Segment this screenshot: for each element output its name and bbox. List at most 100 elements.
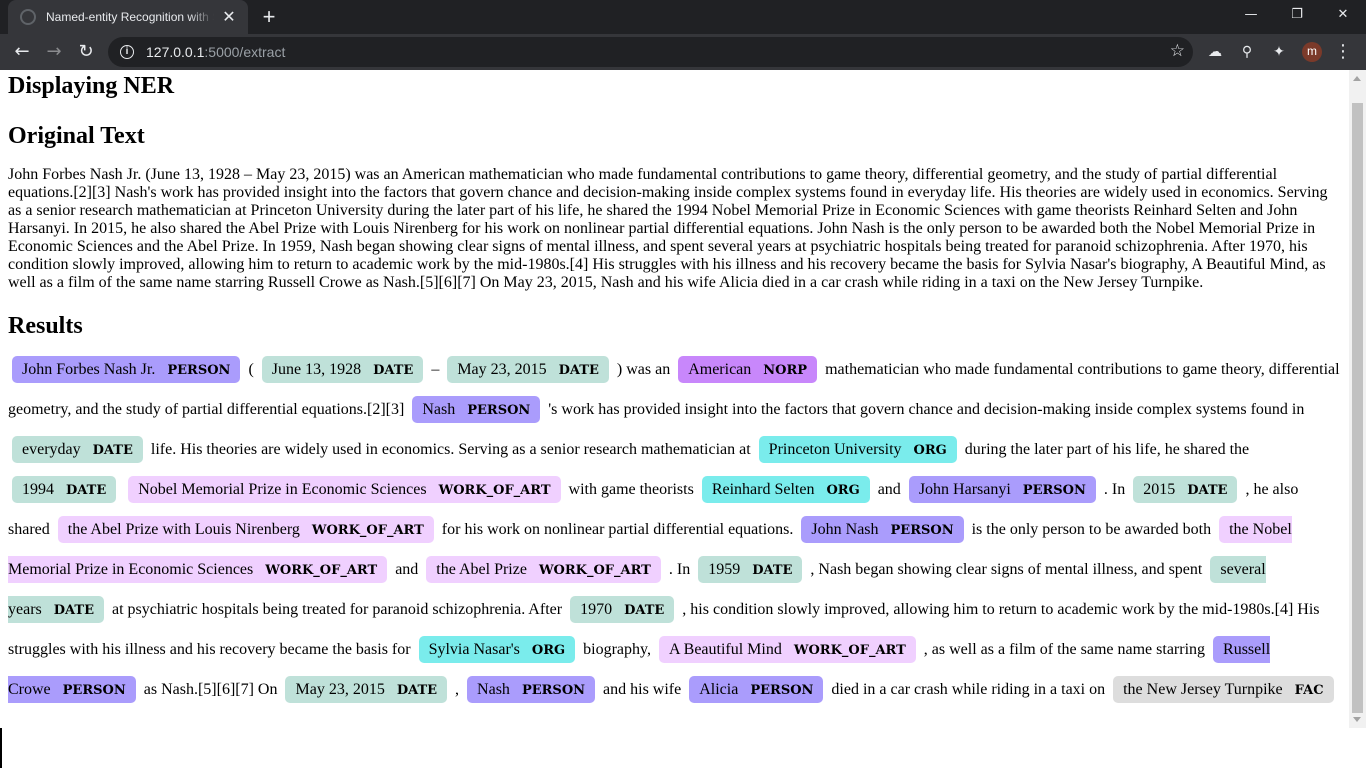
entity-date: 1959 DATE: [698, 556, 803, 583]
plain-text-segment: , as well as a film of the same name sta…: [919, 641, 1210, 658]
original-text-heading: Original Text: [8, 123, 145, 149]
tab-strip: Named-entity Recognition with S ✕ + — ❐ …: [0, 0, 1366, 34]
plain-text-segment: ) was an: [612, 361, 675, 378]
avatar[interactable]: m: [1302, 42, 1322, 62]
entity-label: DATE: [92, 442, 133, 458]
plain-text-segment: with game theorists: [564, 481, 698, 498]
entity-label: PERSON: [521, 682, 586, 698]
back-arrow-icon[interactable]: ←: [14, 41, 30, 62]
entity-label: PERSON: [750, 682, 814, 698]
entity-label: ORG: [913, 442, 947, 458]
entity-label: DATE: [1187, 482, 1228, 498]
entity-label: PERSON: [467, 402, 531, 418]
entity-label: PERSON: [167, 362, 231, 378]
url-text[interactable]: 127.0.0.1:5000/extract: [146, 44, 285, 60]
browser-tab[interactable]: Named-entity Recognition with S ✕: [8, 0, 248, 34]
plain-text-segment: [120, 481, 124, 498]
results-heading: Results: [8, 313, 83, 339]
loading-favicon-icon: [20, 9, 36, 25]
entity-text: Nash: [477, 681, 510, 698]
puzzle-icon[interactable]: ✦: [1273, 44, 1285, 60]
entity-text: 2015: [1143, 481, 1176, 498]
plain-text-segment: is the only person to be awarded both: [967, 521, 1216, 538]
entity-date: 2015 DATE: [1133, 476, 1238, 503]
plain-text-segment: , Nash began showing clear signs of ment…: [806, 561, 1207, 578]
entity-text: John Nash: [811, 521, 879, 538]
entity-person: John Harsanyi PERSON: [908, 476, 1096, 503]
entity-label: WORK_OF_ART: [265, 562, 378, 578]
tab-close-icon[interactable]: ✕: [222, 9, 236, 26]
url-host: 127.0.0.1: [146, 44, 205, 60]
entity-text: May 23, 2015: [457, 361, 547, 378]
menu-icon[interactable]: ⋮: [1334, 41, 1352, 62]
vertical-scrollbar[interactable]: [1349, 70, 1366, 728]
restore-button[interactable]: ❐: [1291, 7, 1303, 22]
plain-text-segment: (: [244, 361, 258, 378]
ner-results: John Forbes Nash Jr.PERSON ( June 13, 19…: [8, 350, 1343, 728]
plain-text-segment: .: [8, 721, 12, 728]
entity-date: 1970 DATE: [570, 596, 675, 623]
entity-label: DATE: [752, 562, 793, 578]
plain-text-segment: . In: [1099, 481, 1130, 498]
entity-text: the New Jersey Turnpike: [1123, 681, 1283, 698]
plain-text-segment: at psychiatric hospitals being treated f…: [108, 601, 567, 618]
plain-text-segment: and: [391, 561, 423, 578]
page-bottom: [0, 728, 1366, 768]
extension-icon[interactable]: ☁: [1208, 44, 1222, 60]
plain-text-segment: life. His theories are widely used in ec…: [146, 441, 755, 458]
address-bar[interactable]: i 127.0.0.1:5000/extract ☆: [108, 37, 1193, 67]
plain-text-segment: for his work on nonlinear partial differ…: [437, 521, 798, 538]
extension-icon-2[interactable]: ⚲: [1241, 44, 1253, 60]
entity-label: DATE: [53, 602, 94, 618]
scroll-thumb[interactable]: [1352, 103, 1363, 713]
entity-label: PERSON: [1022, 482, 1086, 498]
entity-label: WORK_OF_ART: [793, 642, 906, 658]
entity-text: 1959: [708, 561, 741, 578]
entity-date: everyday DATE: [12, 436, 143, 463]
plain-text-segment: –: [427, 361, 444, 378]
page-viewport: Displaying NER Original Text John Forbes…: [0, 70, 1349, 728]
entity-text: everyday: [22, 441, 81, 458]
entity-label: WORK_OF_ART: [538, 562, 651, 578]
entity-label: DATE: [373, 362, 414, 378]
entity-label: WORK_OF_ART: [311, 522, 424, 538]
entity-person: Nash PERSON: [467, 676, 596, 703]
reload-icon[interactable]: ↻: [78, 41, 94, 62]
close-window-button[interactable]: ✕: [1337, 7, 1349, 22]
plain-text-segment: , he also shared: [8, 481, 1299, 538]
scroll-up-arrow-icon[interactable]: [1353, 76, 1361, 81]
entity-work-of-art: the Abel Prize WORK_OF_ART: [426, 556, 661, 583]
info-icon[interactable]: i: [120, 45, 134, 59]
entity-text: the Nobel Memorial Prize in Economic Sci…: [8, 521, 1292, 578]
plain-text-segment: as Nash.[5][6][7] On: [139, 681, 282, 698]
entity-org: Reinhard Selten ORG: [701, 476, 870, 503]
entity-text: Princeton University: [768, 441, 902, 458]
scroll-down-arrow-icon[interactable]: [1353, 717, 1361, 722]
entity-text: John Forbes Nash Jr.: [22, 361, 156, 378]
browser-toolbar: ← → ↻ i 127.0.0.1:5000/extract ☆ ☁ ⚲ ✦ m…: [0, 34, 1366, 70]
plain-text-segment: . In: [664, 561, 695, 578]
entity-text: Reinhard Selten: [711, 481, 815, 498]
star-icon[interactable]: ☆: [1169, 41, 1185, 61]
entity-label: DATE: [624, 602, 665, 618]
entity-label: ORG: [826, 482, 860, 498]
entity-text: John Harsanyi: [918, 481, 1011, 498]
entity-text: the Abel Prize: [436, 561, 527, 578]
entity-text: American: [688, 361, 752, 378]
forward-arrow-icon[interactable]: →: [46, 41, 62, 62]
minimize-button[interactable]: —: [1244, 7, 1258, 22]
new-tab-button[interactable]: +: [262, 4, 276, 29]
plain-text-segment: and his wife: [599, 681, 686, 698]
plain-text-segment: during the later part of his life, he sh…: [960, 441, 1250, 458]
plain-text-segment: biography,: [579, 641, 655, 658]
entity-label: DATE: [396, 682, 438, 698]
entity-text: 1970: [580, 601, 613, 618]
plain-text-segment: , his condition slowly improved, allowin…: [8, 601, 1320, 658]
